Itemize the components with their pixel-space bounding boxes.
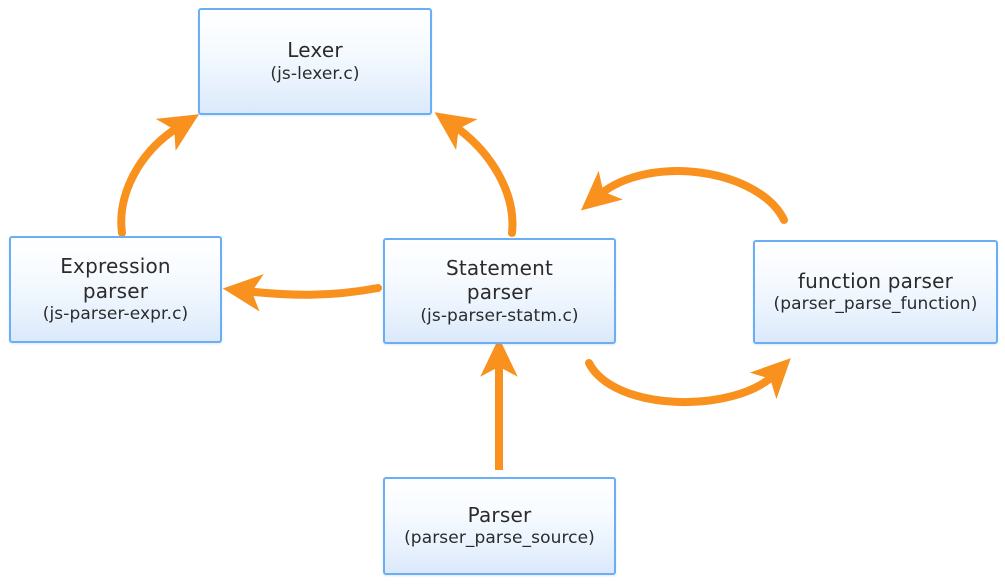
node-parser-title: Parser: [467, 502, 532, 527]
node-parser-subtitle: (parser_parse_source): [404, 528, 595, 549]
node-parser[interactable]: Parser (parser_parse_source): [383, 477, 616, 575]
node-lexer-title: Lexer: [287, 38, 343, 63]
node-expression-parser[interactable]: Expression parser (js-parser-expr.c): [9, 236, 222, 343]
edge-statement-to-expression: [222, 274, 382, 312]
node-expression-parser-subtitle: (js-parser-expr.c): [42, 304, 189, 325]
node-statement-parser[interactable]: Statement parser (js-parser-statm.c): [383, 238, 616, 344]
node-lexer[interactable]: Lexer (js-lexer.c): [198, 8, 432, 115]
edge-statement-to-function: [585, 358, 791, 406]
edge-statement-to-lexer: [434, 112, 517, 237]
node-statement-parser-subtitle: (js-parser-statm.c): [420, 305, 579, 326]
node-function-parser-title: function parser: [797, 268, 954, 293]
edge-function-to-statement: [580, 167, 788, 224]
edge-expression-to-lexer: [117, 114, 200, 237]
node-function-parser[interactable]: function parser (parser_parse_function): [753, 240, 998, 344]
node-statement-parser-title: Statement parser: [445, 255, 554, 305]
node-function-parser-subtitle: (parser_parse_function): [773, 294, 978, 315]
node-expression-parser-title: Expression parser: [60, 254, 171, 303]
node-lexer-subtitle: (js-lexer.c): [270, 63, 360, 84]
